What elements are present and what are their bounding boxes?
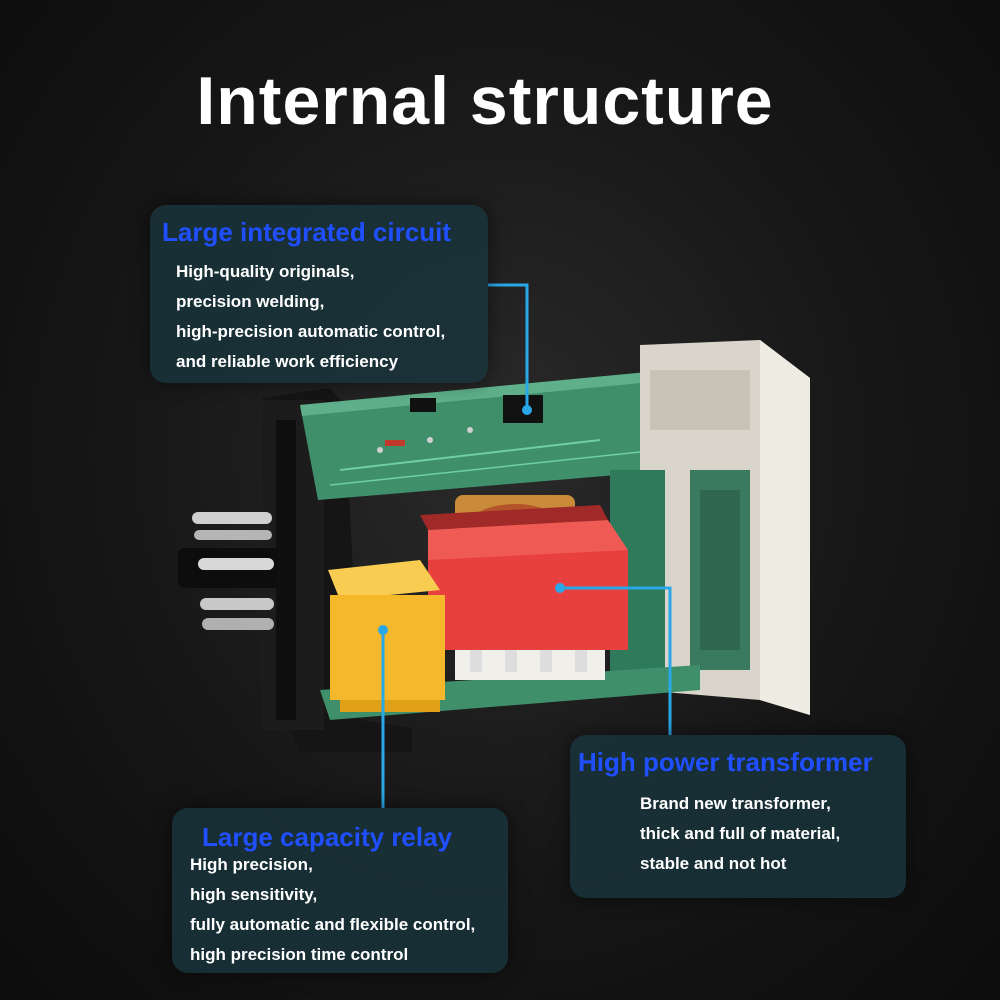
leader-line-ic — [488, 283, 529, 410]
leader-dot-transformer — [555, 583, 565, 593]
callout-line: Brand new transformer, — [640, 794, 831, 813]
leader-lines — [378, 283, 672, 808]
leader-dot-ic — [522, 405, 532, 415]
callout-line: High precision, — [190, 855, 313, 874]
leader-line-transformer — [560, 586, 672, 735]
callout-transformer: High power transformer Brand new transfo… — [570, 735, 906, 898]
callout-heading: High power transformer — [578, 747, 873, 777]
page-title: Internal structure — [196, 63, 774, 139]
callout-line: stable and not hot — [640, 854, 787, 873]
connector-pins — [178, 512, 278, 630]
callout-line: high-precision automatic control, — [176, 322, 446, 341]
callout-line: high sensitivity, — [190, 885, 318, 904]
top-circuit-board — [300, 368, 700, 500]
callout-line: fully automatic and flexible control, — [190, 915, 476, 934]
callout-integrated-circuit: Large integrated circuit High-quality or… — [150, 205, 488, 383]
callout-heading: Large capacity relay — [202, 822, 453, 852]
callout-line: high precision time control — [190, 945, 409, 964]
callout-body: High precision, high sensitivity, fully … — [190, 850, 475, 970]
leader-dot-relay — [378, 625, 388, 635]
front-housing — [640, 340, 810, 715]
callout-line: precision welding, — [176, 292, 325, 311]
callout-relay: Large capacity relay High precision, hig… — [172, 808, 508, 973]
callout-line: High-quality originals, — [176, 262, 355, 281]
callout-heading: Large integrated circuit — [162, 217, 451, 247]
callout-body: High-quality originals, precision weldin… — [176, 257, 445, 377]
transformer — [420, 495, 628, 680]
callout-body: Brand new transformer, thick and full of… — [640, 789, 840, 879]
callout-line: and reliable work efficiency — [176, 352, 399, 371]
relay — [328, 560, 445, 712]
callout-line: thick and full of material, — [640, 824, 841, 843]
